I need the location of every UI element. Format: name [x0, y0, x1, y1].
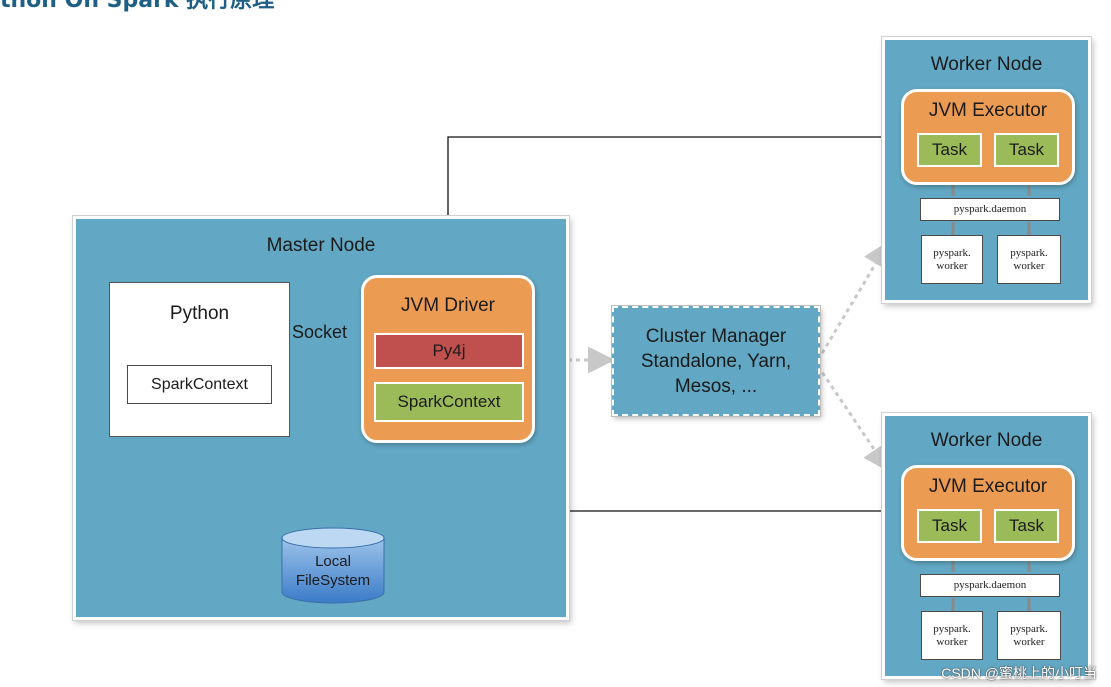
cluster-manager-line2: Standalone, Yarn,	[640, 351, 792, 372]
page-title: thon On Spark 执行原理	[0, 0, 275, 13]
master-node-title: Master Node	[266, 235, 376, 256]
worker-1-pw2-line2: worker	[1013, 259, 1045, 272]
driver-spark-context: SparkContext	[374, 382, 524, 422]
cluster-manager-line3: Mesos, ...	[674, 376, 758, 397]
worker-2-pw2-line1: pyspark.	[1010, 622, 1048, 635]
worker-2-task-1: Task	[917, 509, 982, 543]
worker-2-task-2: Task	[994, 509, 1059, 543]
python-title: Python	[169, 303, 230, 324]
py4j-box: Py4j	[374, 333, 524, 369]
cluster-manager: Cluster Manager Standalone, Yarn, Mesos,…	[612, 306, 820, 416]
worker-1-jvm-executor: JVM Executor Task Task	[901, 89, 1075, 185]
worker-2-pyspark-worker-1: pyspark. worker	[921, 611, 983, 660]
filesystem-label-line2: FileSystem	[295, 572, 371, 589]
worker-2-daemon: pyspark.daemon	[920, 574, 1060, 597]
worker-1-task-1: Task	[917, 133, 982, 167]
worker-1-pyspark-worker-2: pyspark. worker	[997, 235, 1061, 284]
python-box: Python SparkContext	[109, 282, 290, 437]
worker-2-pw1-line1: pyspark.	[933, 622, 971, 635]
worker-1-pw2-line1: pyspark.	[1010, 246, 1048, 259]
worker-node-2: Worker Node JVM Executor Task Task pyspa…	[882, 413, 1091, 679]
worker-1-task-2: Task	[994, 133, 1059, 167]
worker-2-pw2-line2: worker	[1013, 635, 1045, 648]
jvm-driver-title: JVM Driver	[401, 295, 495, 316]
worker-2-executor-title: JVM Executor	[928, 476, 1048, 497]
cluster-to-worker2-arrow	[816, 365, 890, 473]
worker-1-daemon: pyspark.daemon	[920, 198, 1060, 221]
worker-node-1: Worker Node JVM Executor Task Task pyspa…	[882, 37, 1091, 303]
cluster-manager-line1: Cluster Manager	[645, 326, 787, 347]
worker-1-pw1-line2: worker	[936, 259, 968, 272]
worker-node-2-title: Worker Node	[930, 430, 1043, 451]
worker-2-pw1-line2: worker	[936, 635, 968, 648]
filesystem-label-line1: Local	[315, 553, 351, 570]
worker-2-jvm-executor: JVM Executor Task Task	[901, 465, 1075, 561]
watermark: CSDN @蜜桃上的小叮当	[941, 665, 1097, 681]
socket-label: Socket	[292, 322, 348, 342]
database-icon	[281, 527, 385, 604]
local-filesystem: Local FileSystem	[280, 526, 386, 606]
python-spark-context: SparkContext	[127, 365, 272, 404]
cluster-to-worker1-arrow	[816, 240, 890, 361]
worker-2-pyspark-worker-2: pyspark. worker	[997, 611, 1061, 660]
worker-1-pw1-line1: pyspark.	[933, 246, 971, 259]
worker-1-pyspark-worker-1: pyspark. worker	[921, 235, 983, 284]
worker-1-executor-title: JVM Executor	[928, 100, 1048, 121]
worker-node-1-title: Worker Node	[930, 54, 1043, 75]
jvm-driver: JVM Driver Py4j SparkContext	[361, 275, 535, 443]
